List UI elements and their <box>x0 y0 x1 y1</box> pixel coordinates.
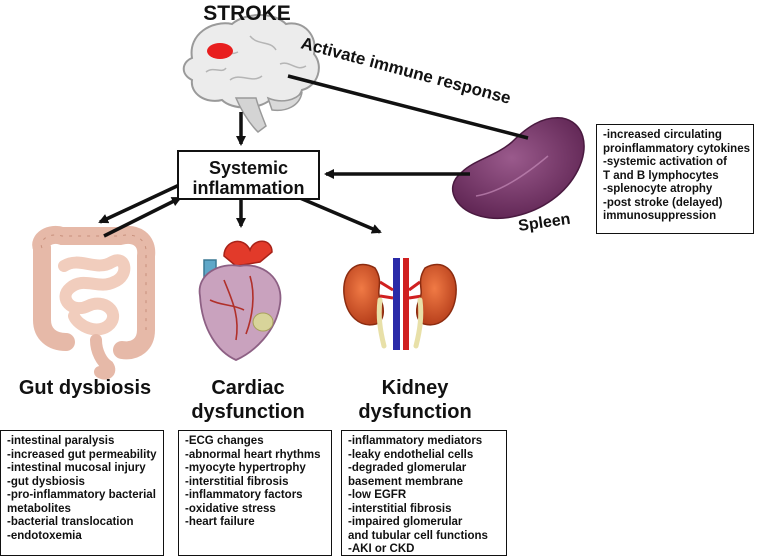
cardiac-effect: -ECG changes <box>185 435 264 447</box>
gut-effects-box: -intestinal paralysis -increased gut per… <box>0 430 164 556</box>
brain-illustration <box>182 14 320 133</box>
gut-dysbiosis-label: Gut dysbiosis <box>18 377 152 399</box>
kidney-effects-box: -inflammatory mediators -leaky endotheli… <box>341 430 507 556</box>
kidney-dysfunction-label: Kidney dysfunction <box>350 376 480 424</box>
spleen-effect: -increased circulating <box>603 129 722 141</box>
gut-effect: -gut dysbiosis <box>7 475 85 488</box>
spleen-effect: T and B lymphocytes <box>603 169 719 182</box>
kidneys-illustration <box>343 258 457 350</box>
kidney-label-line2: dysfunction <box>358 401 472 423</box>
cardiac-label-line2: dysfunction <box>191 401 305 423</box>
spleen-effect: -splenocyte atrophy <box>603 183 713 195</box>
spleen-label: Spleen <box>517 211 571 235</box>
cardiac-effect: -interstitial fibrosis <box>185 475 289 488</box>
kidney-effect: -leaky endothelial cells <box>348 448 474 461</box>
cardiac-label-line1: Cardiac <box>211 377 285 399</box>
systemic-label-line1: Systemic <box>208 158 289 178</box>
intestines-illustration <box>32 226 156 380</box>
spleen-effects-box: -increased circulating proinflammatory c… <box>596 124 754 234</box>
kidney-effect: basement membrane <box>348 475 464 488</box>
arrows <box>98 74 529 238</box>
stroke-title: STROKE <box>203 2 291 25</box>
cardiac-effects-box: -ECG changes -abnormal heart rhythms -my… <box>178 430 332 556</box>
arrow-systemic-to-gut <box>98 178 191 224</box>
kidney-effect: -impaired glomerular <box>348 516 463 528</box>
kidney-label-line1: Kidney <box>381 377 449 399</box>
systemic-label-line2: inflammation <box>192 178 305 198</box>
kidney-effect: -interstitial fibrosis <box>348 502 452 515</box>
gut-effect: -intestinal paralysis <box>7 435 115 447</box>
spleen-effect: -systemic activation of <box>603 156 727 168</box>
cardiac-effect: -myocyte hypertrophy <box>185 462 306 474</box>
kidney-effect: -inflammatory mediators <box>348 435 483 447</box>
spleen-illustration <box>451 117 585 219</box>
gut-effect: -intestinal mucosal injury <box>7 462 146 474</box>
cardiac-dysfunction-label: Cardiac dysfunction <box>183 376 313 424</box>
gut-effect: metabolites <box>7 502 71 515</box>
gut-effect: -bacterial translocation <box>7 516 134 528</box>
gut-effect: -increased gut permeability <box>7 448 157 461</box>
systemic-inflammation-box: Systemic inflammation <box>177 150 320 200</box>
arrow-systemic-to-kidney <box>299 196 382 234</box>
cardiac-effect: -inflammatory factors <box>185 489 303 501</box>
cardiac-effect: -heart failure <box>185 516 255 528</box>
gut-effect: -pro-inflammatory bacterial <box>7 489 156 501</box>
cardiac-effect: -oxidative stress <box>185 502 276 515</box>
heart-illustration <box>198 240 282 361</box>
gut-effect: -endotoxemia <box>7 529 82 542</box>
kidney-effect: -low EGFR <box>348 489 407 501</box>
spleen-effect: proinflammatory cytokines <box>603 142 750 155</box>
immune-response-label: Activate immune response <box>299 34 513 108</box>
cardiac-effect: -abnormal heart rhythms <box>185 448 321 461</box>
spleen-effect: -post stroke (delayed) <box>603 196 723 209</box>
kidney-effect: -AKI or CKD <box>348 543 415 555</box>
kidney-effect: -degraded glomerular <box>348 462 467 474</box>
kidney-effect: and tubular cell functions <box>348 529 488 542</box>
arrow-brain-to-spleen <box>287 74 529 140</box>
arrow-gut-to-systemic <box>103 196 182 238</box>
spleen-effect: immunosuppression <box>603 210 717 222</box>
